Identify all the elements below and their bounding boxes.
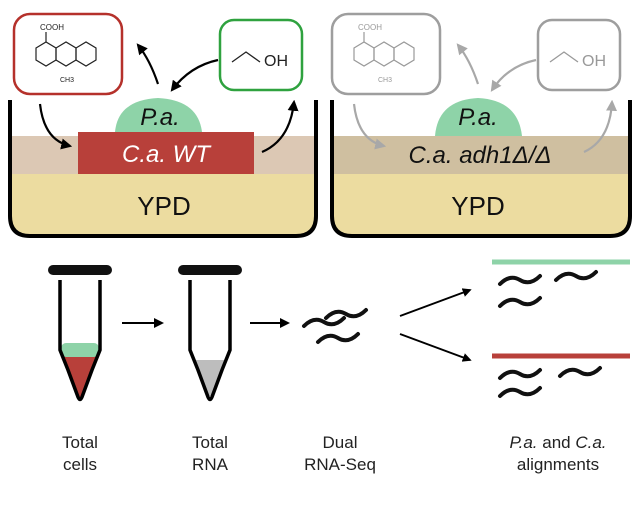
phenazine-structure-mutant xyxy=(353,32,415,67)
ca-pellet xyxy=(61,355,99,399)
tube-total-rna xyxy=(178,265,242,402)
label-pa: P.a. xyxy=(509,433,538,452)
ca-aligned-reads xyxy=(498,366,602,398)
arrow-to-pa-alignment xyxy=(399,288,472,317)
arrow-phenazine-to-ca-wt xyxy=(38,103,73,150)
arrow-from-ethanol-mutant xyxy=(490,58,537,92)
mutant-agar-layer xyxy=(332,174,630,236)
phenazine-cooh-mutant: COOH xyxy=(358,23,382,32)
ca-label-wt: C.a. WT xyxy=(122,141,212,168)
pa-aligned-reads xyxy=(498,270,598,308)
arrow-phenazine-to-ca-mutant xyxy=(352,103,387,150)
rna-pellet xyxy=(195,360,225,396)
label-total-rna-line2: RNA xyxy=(192,455,228,474)
phenazine-box-mutant xyxy=(330,12,442,96)
arrow-ca-to-ethanol-wt xyxy=(261,99,299,154)
ethanol-structure-mutant xyxy=(549,51,579,63)
label-dual-rnaseq: Dual RNA-Seq xyxy=(290,432,390,476)
ca-wt-colony xyxy=(78,132,254,174)
label-total-cells-line2: cells xyxy=(62,455,97,474)
pa-colony-mutant xyxy=(435,98,522,136)
label-dual-line1: Dual xyxy=(322,433,358,452)
ypd-label-wt: YPD xyxy=(137,191,190,221)
label-ca: C.a. xyxy=(575,433,607,452)
phenazine-methyl-wt: CH3 xyxy=(60,77,74,84)
pa-label-wt: P.a. xyxy=(140,104,180,131)
label-total-cells-line1: Total xyxy=(62,433,98,452)
arrow-to-phenazine-mutant xyxy=(456,43,480,85)
ethanol-oh-mutant: OH xyxy=(582,53,606,70)
phenazine-box-wt xyxy=(12,12,124,96)
ethanol-box-mutant xyxy=(536,18,622,92)
label-alignments: P.a. and C.a. alignments xyxy=(478,432,638,476)
mutant-panel: P.a. C.a. adh1Δ/Δ YPD COOH CH3 OH xyxy=(330,12,632,238)
phenazine-methyl-mutant: CH3 xyxy=(378,77,392,84)
arrow-ca-to-ethanol-mutant xyxy=(583,99,618,153)
arrow-from-ethanol-wt xyxy=(170,58,219,92)
ethanol-oh-wt: OH xyxy=(264,53,288,70)
label-total-cells: Total cells xyxy=(40,432,120,476)
mutant-dish-outline xyxy=(330,100,632,238)
pa-label-mutant: P.a. xyxy=(458,104,498,131)
workflow xyxy=(48,259,630,402)
ethanol-box-wt xyxy=(218,18,304,92)
phenazine-structure-wt xyxy=(35,32,97,67)
arrow-to-ca-alignment xyxy=(399,333,472,362)
wt-panel: P.a. C.a. WT YPD COOH CH3 OH xyxy=(8,12,318,238)
label-total-rna: Total RNA xyxy=(170,432,250,476)
pa-pellet xyxy=(61,343,99,357)
ypd-label-mutant: YPD xyxy=(451,191,504,221)
label-alignments-line1: P.a. and C.a. xyxy=(478,432,638,454)
label-and: and xyxy=(537,433,576,452)
label-alignments-line2: alignments xyxy=(516,455,600,474)
label-total-rna-line1: Total xyxy=(192,433,228,452)
phenazine-cooh-wt: COOH xyxy=(40,23,64,32)
arrow-to-phenazine-wt xyxy=(136,43,160,85)
label-dual-line2: RNA-Seq xyxy=(304,455,376,474)
ca-label-mutant: C.a. adh1Δ/Δ xyxy=(409,142,552,169)
wt-agar-layer xyxy=(10,174,316,236)
sequencing-reads xyxy=(302,308,368,344)
tube-total-cells xyxy=(48,265,112,402)
pa-colony-wt xyxy=(115,98,202,132)
wt-dish-outline xyxy=(8,100,318,238)
ethanol-structure-wt xyxy=(231,51,261,63)
